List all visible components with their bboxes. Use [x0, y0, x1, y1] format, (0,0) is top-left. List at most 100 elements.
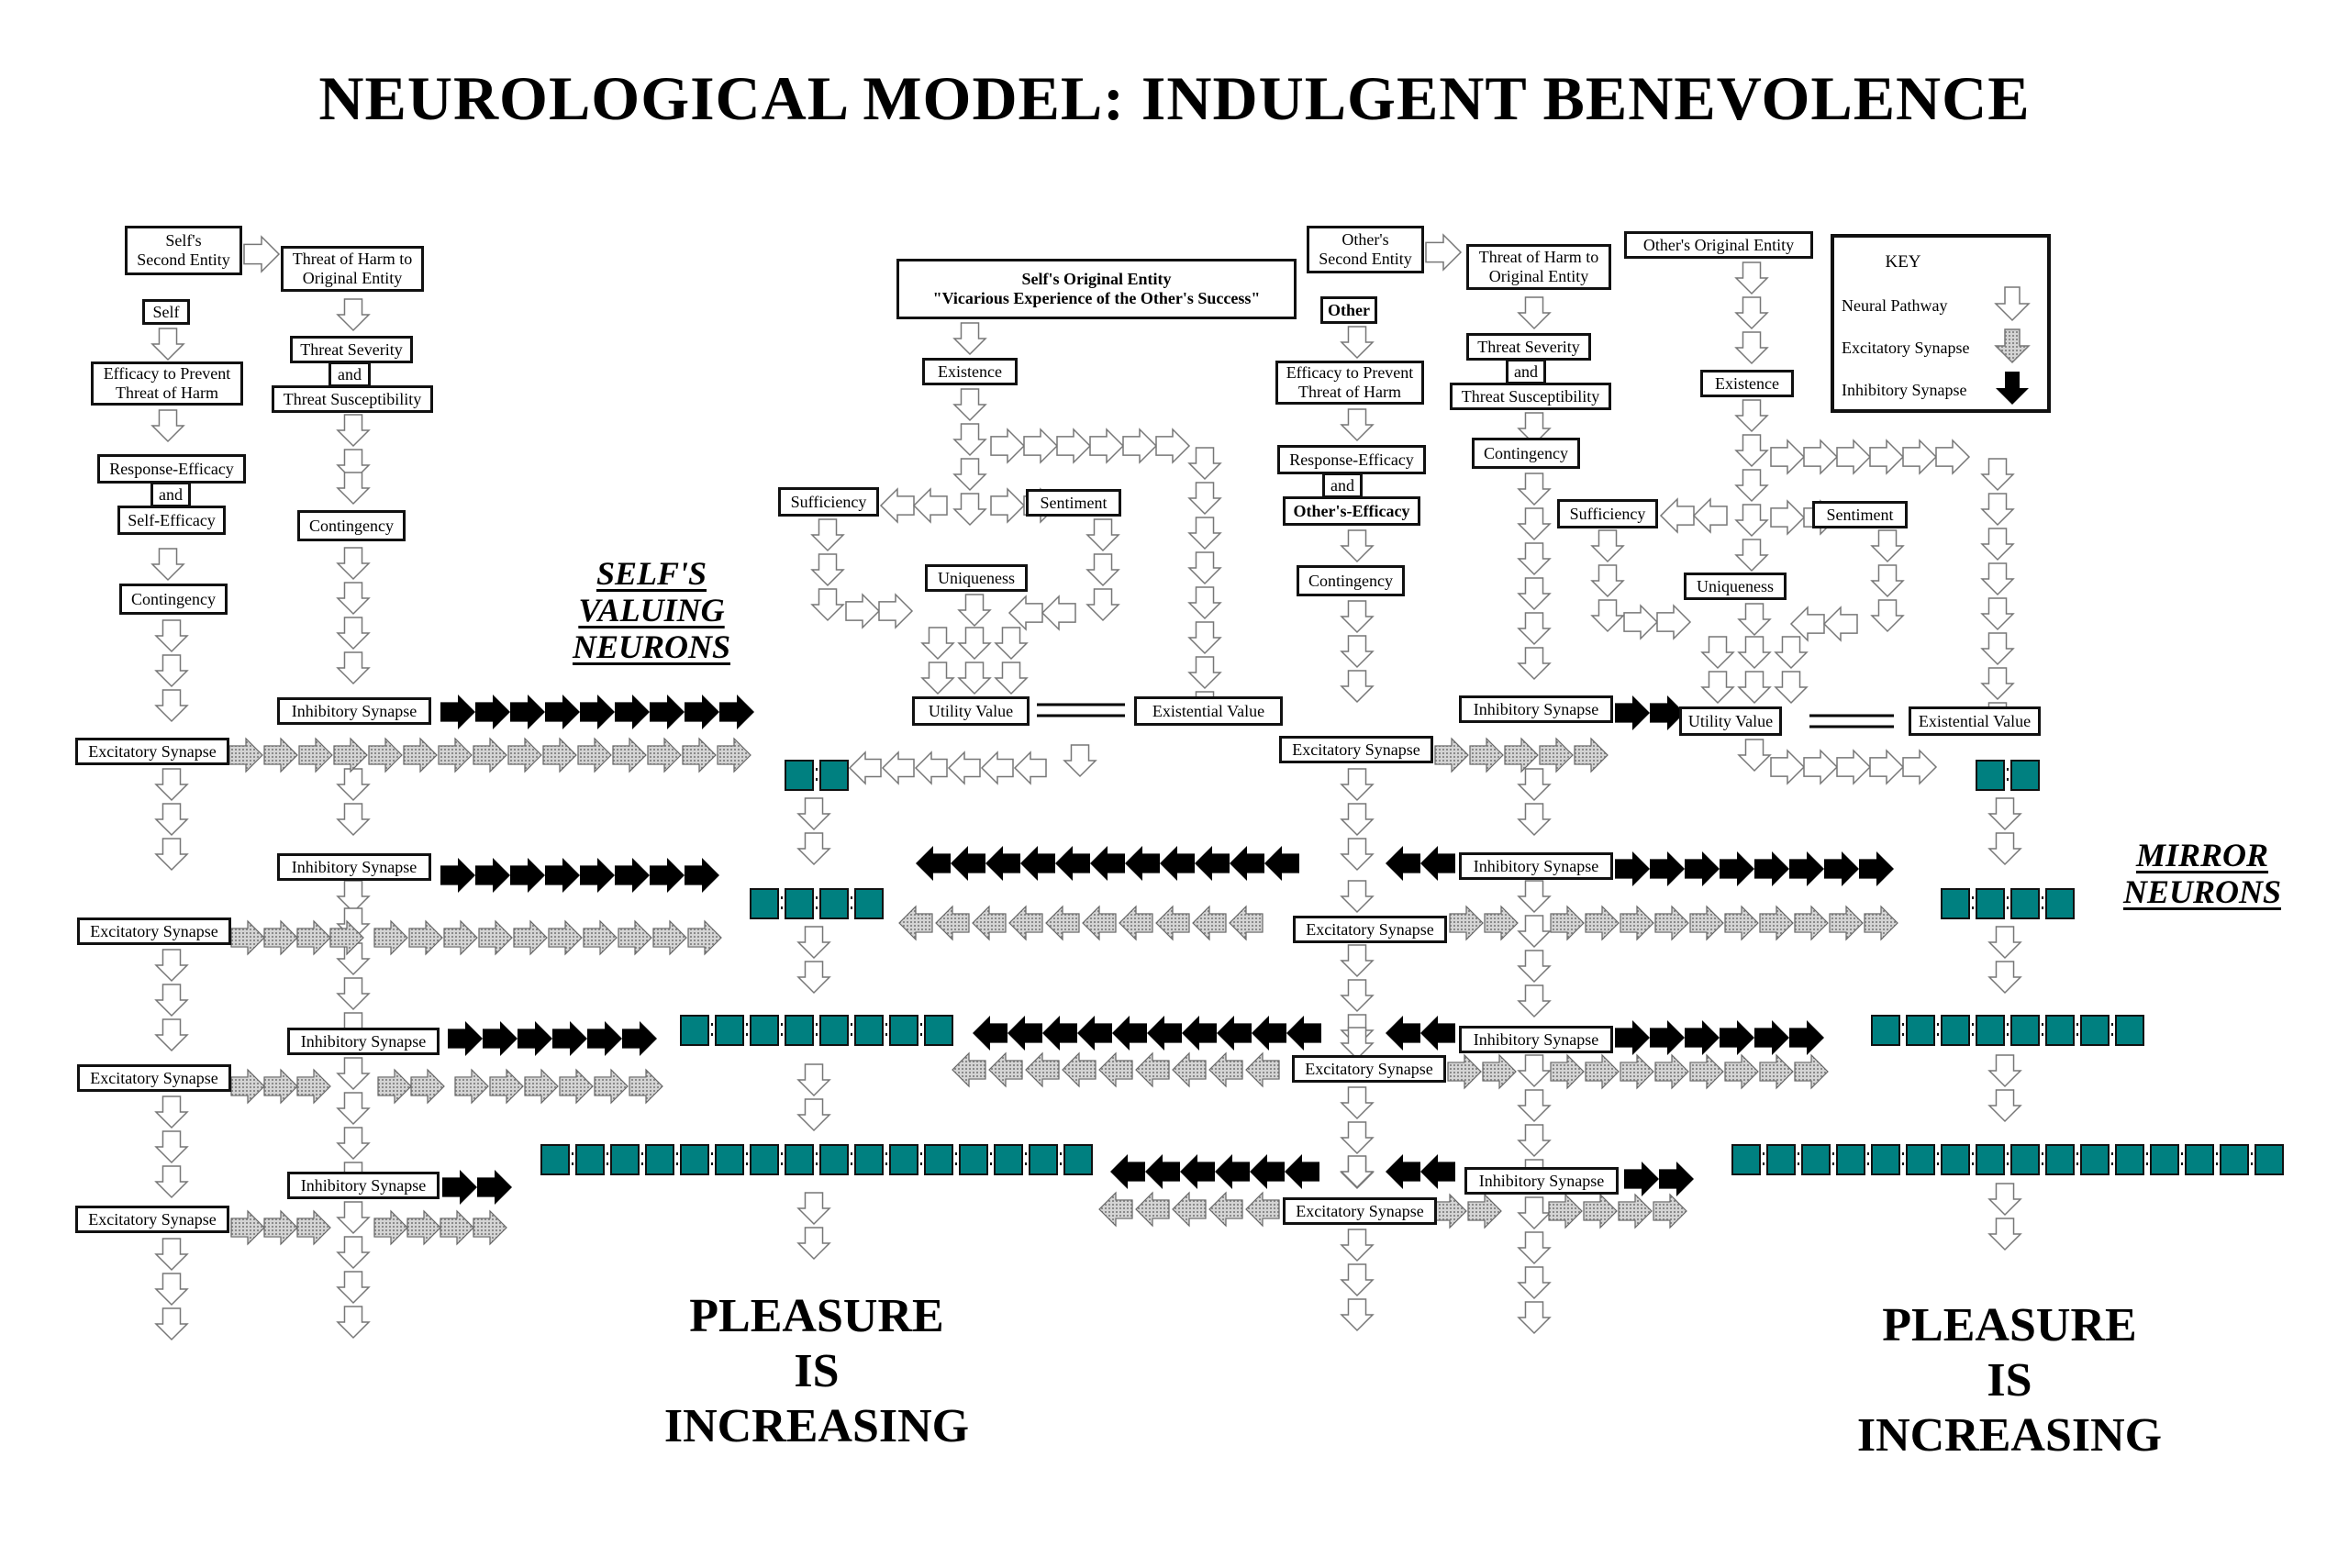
inhibitory-synapse-arrow — [1285, 1154, 1319, 1189]
neural-pathway-arrow — [1187, 517, 1222, 550]
neural-pathway-arrow — [336, 617, 371, 651]
excitatory-synapse-arrow — [263, 1209, 298, 1246]
self-excitatory-synapse-label-4: Excitatory Synapse — [75, 1206, 229, 1233]
neural-pathway-arrow — [336, 472, 371, 506]
excitatory-synapse-arrow — [1794, 905, 1829, 941]
dotted-gray-arrow-icon — [1994, 328, 2031, 364]
excitatory-synapse-arrow — [368, 737, 403, 773]
self-utility-value-box: Utility Value — [912, 696, 1030, 726]
inhibitory-synapse-arrow — [1286, 1016, 1321, 1051]
inhibitory-synapse-arrow — [1420, 1016, 1455, 1051]
neural-pathway-arrow — [1340, 408, 1375, 442]
neural-pathway-arrow — [957, 662, 992, 695]
neural-pathway-arrow — [1517, 412, 1552, 446]
neural-pathway-arrow — [1187, 551, 1222, 585]
self-valuing-neuron — [750, 1144, 779, 1175]
neural-pathway-arrow — [336, 1306, 371, 1340]
inhibitory-synapse-arrow — [1020, 846, 1055, 881]
neural-pathway-arrow — [1187, 621, 1222, 655]
neural-pathway-arrow — [1340, 768, 1375, 802]
neural-pathway-arrow — [848, 751, 882, 785]
self-inhibitory-synapse-label-3: Inhibitory Synapse — [287, 1028, 440, 1055]
inhibitory-synapse-arrow — [475, 858, 510, 893]
neural-pathway-arrow — [1980, 562, 2015, 596]
mirror-neuron — [1766, 1144, 1796, 1175]
excitatory-synapse-arrow — [408, 919, 443, 956]
mirror-neuron — [2115, 1144, 2144, 1175]
excitatory-synapse-arrow — [1583, 1193, 1618, 1229]
excitatory-synapse-arrow — [1172, 1051, 1207, 1088]
inhibitory-synapse-arrow — [1659, 1162, 1694, 1196]
black-arrow-icon — [1996, 372, 2029, 405]
excitatory-synapse-arrow — [1482, 1053, 1517, 1090]
inhibitory-synapse-arrow — [1264, 846, 1299, 881]
inhibitory-synapse-arrow — [545, 695, 580, 729]
excitatory-synapse-arrow — [489, 1068, 524, 1105]
neural-pathway-arrow — [1340, 1086, 1375, 1120]
excitatory-synapse-arrow — [263, 1068, 298, 1105]
other-threat-of-harm-box: Threat of Harm to Original Entity — [1466, 244, 1611, 290]
neural-pathway-arrow — [154, 1273, 189, 1307]
excitatory-synapse-arrow — [230, 1068, 265, 1105]
mirror-neuron — [1976, 888, 2005, 919]
other-excitatory-synapse-label-3: Excitatory Synapse — [1292, 1055, 1446, 1083]
mirror-neuron — [2254, 1144, 2284, 1175]
neural-pathway-arrow — [810, 588, 845, 622]
neural-pathway-arrow — [150, 409, 185, 443]
self-valuing-neuron — [785, 1015, 814, 1046]
mirror-neuron — [1731, 1144, 1761, 1175]
self-valuing-neuron — [854, 888, 884, 919]
inhibitory-synapse-arrow — [1789, 1020, 1824, 1055]
other-sufficiency-box: Sufficiency — [1557, 499, 1658, 528]
neural-pathway-arrow — [1590, 529, 1625, 563]
neural-pathway-arrow — [1187, 447, 1222, 481]
neural-pathway-arrow — [1340, 803, 1375, 837]
neural-pathway-arrow — [1734, 296, 1769, 330]
self-sentiment-box: Sentiment — [1026, 489, 1121, 517]
neural-pathway-arrow — [1085, 588, 1120, 622]
self-existential-value-box: Existential Value — [1134, 696, 1283, 726]
inhibitory-synapse-arrow — [685, 695, 719, 729]
self-valuing-neuron — [959, 1144, 988, 1175]
neural-pathway-arrow — [914, 751, 948, 785]
neural-pathway-arrow — [1734, 469, 1769, 503]
mirror-neuron — [2010, 1015, 2040, 1046]
excitatory-synapse-arrow — [1447, 1053, 1482, 1090]
excitatory-synapse-arrow — [1689, 905, 1724, 941]
neural-pathway-arrow — [1836, 749, 1872, 785]
excitatory-synapse-arrow — [952, 1051, 986, 1088]
neural-pathway-arrow — [1836, 439, 1872, 475]
neural-pathway-arrow — [1870, 529, 1905, 563]
inhibitory-synapse-arrow — [1252, 1016, 1286, 1051]
mirror-neuron — [2045, 1015, 2075, 1046]
inhibitory-synapse-arrow — [1650, 851, 1685, 886]
excitatory-synapse-arrow — [1829, 905, 1864, 941]
other-and-box-1: and — [1506, 359, 1546, 384]
inhibitory-synapse-arrow — [1615, 1020, 1650, 1055]
self-valuing-neuron — [680, 1015, 709, 1046]
excitatory-synapse-arrow — [1098, 1191, 1133, 1228]
neural-pathway-arrow — [1590, 564, 1625, 598]
neural-pathway-arrow — [154, 949, 189, 983]
neural-pathway-arrow — [1987, 1218, 2022, 1251]
neural-pathway-arrow — [336, 1127, 371, 1161]
other-efficacy-box: Other's-Efficacy — [1283, 496, 1420, 526]
inhibitory-synapse-arrow — [1055, 846, 1090, 881]
other-threat-severity-box: Threat Severity — [1466, 333, 1591, 361]
pleasure-increasing-left: PLEASURE IS INCREASING — [624, 1289, 1009, 1454]
neural-pathway-arrow — [947, 751, 981, 785]
inhibitory-synapse-arrow — [650, 858, 685, 893]
excitatory-synapse-arrow — [1119, 905, 1153, 941]
neural-pathway-arrow — [154, 803, 189, 837]
excitatory-synapse-arrow — [1098, 1051, 1133, 1088]
self-valuing-neuron — [645, 1144, 674, 1175]
self-valuing-neuron — [854, 1144, 884, 1175]
self-threat-severity-box: Threat Severity — [290, 336, 413, 363]
inhibitory-synapse-arrow — [1145, 1154, 1180, 1189]
neural-pathway-arrow — [154, 984, 189, 1018]
self-valuing-line-1: SELF'S — [596, 555, 707, 592]
excitatory-synapse-arrow — [443, 919, 478, 956]
inhibitory-synapse-arrow — [615, 695, 650, 729]
self-valuing-neuron — [819, 760, 849, 791]
